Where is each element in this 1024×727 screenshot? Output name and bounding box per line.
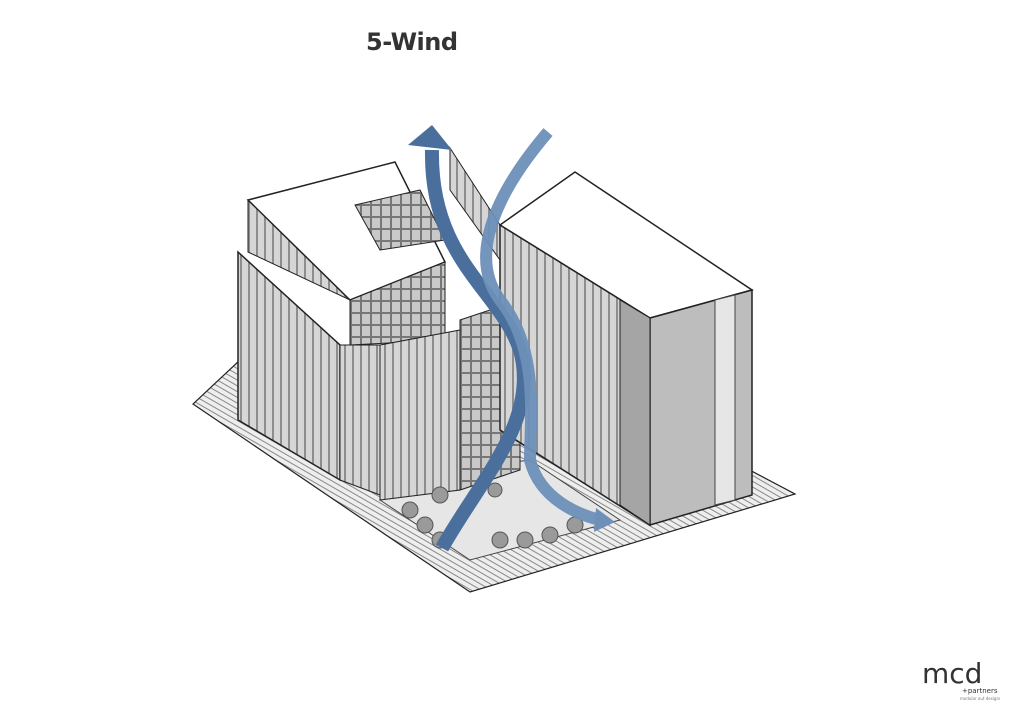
mcd-partners-logo: mcd +partners modular out designs xyxy=(922,657,1000,701)
svg-text:mcd: mcd xyxy=(922,657,982,690)
left-building xyxy=(237,161,521,501)
svg-text:+partners: +partners xyxy=(962,687,998,695)
wind-arrowhead-up-icon xyxy=(408,125,452,150)
right-building xyxy=(449,146,754,527)
svg-text:modular out designs: modular out designs xyxy=(960,696,1000,701)
wind-arrow-downward xyxy=(480,128,602,526)
wind-arrowhead-down-icon xyxy=(594,508,615,532)
diagram-title: 5-Wind xyxy=(366,28,458,56)
wind-arrows xyxy=(408,125,615,552)
